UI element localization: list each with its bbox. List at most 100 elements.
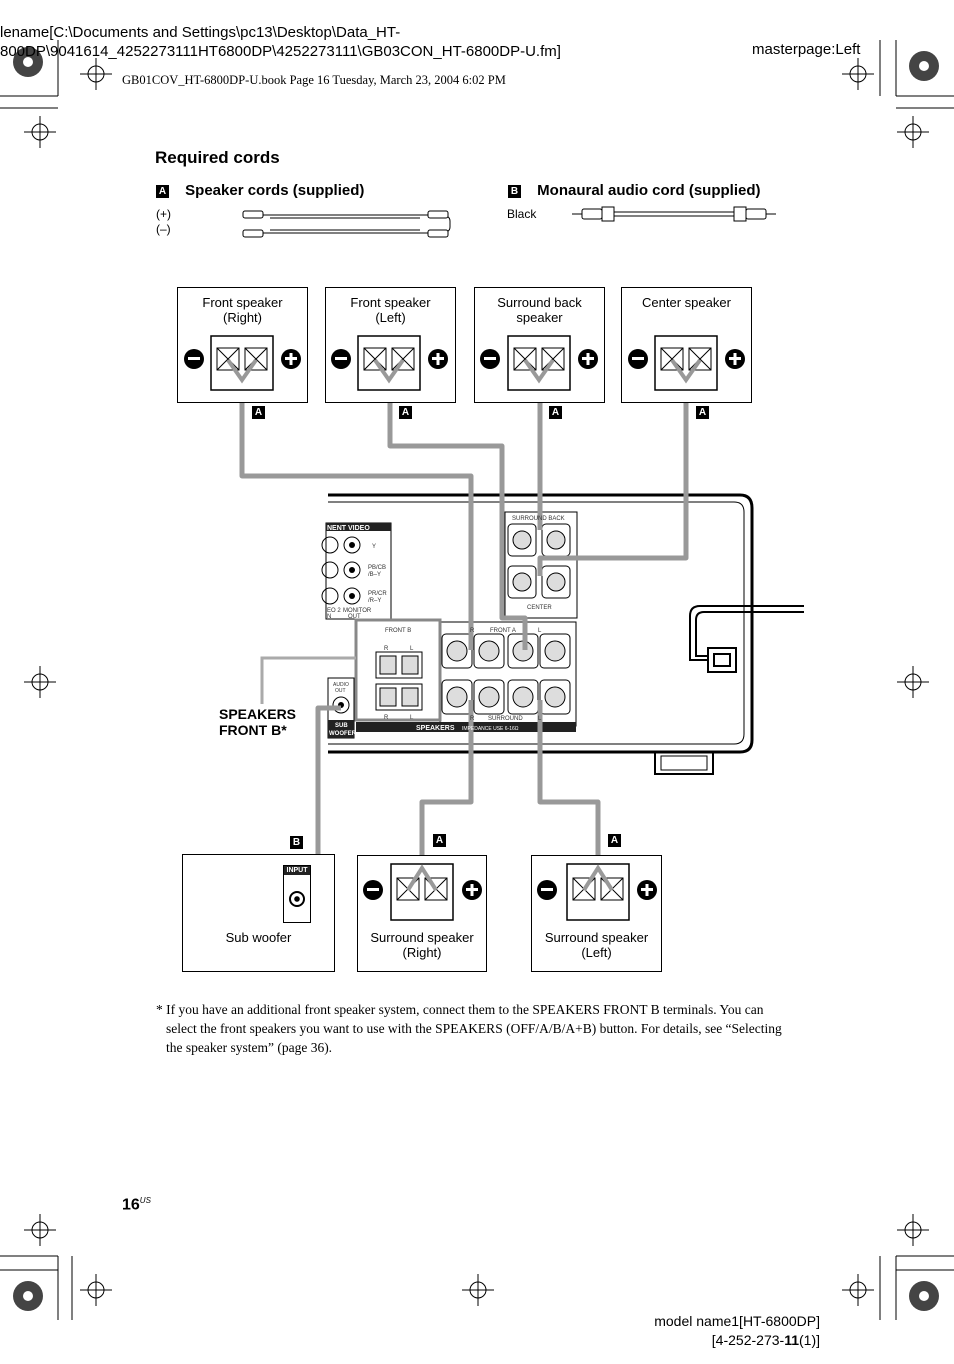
surround-back-label: SURROUND BACK — [512, 516, 565, 522]
speaker-position: (Left) — [375, 310, 406, 325]
rca-jack-icon — [289, 891, 305, 907]
section-title: Required cords — [155, 148, 280, 167]
jack-pr2-label: /R–Y — [368, 598, 381, 604]
surround-r-label: R — [470, 716, 475, 722]
front-a-surround-terminals — [439, 621, 577, 727]
model-number-post: (1)] — [799, 1332, 820, 1348]
front-b-callout-line — [260, 656, 356, 704]
terminal-icon — [628, 335, 745, 391]
cord-badge-a: A — [399, 406, 412, 419]
cord-badge-b: B — [290, 836, 303, 849]
cable-front-right — [239, 372, 474, 650]
footnote: * If you have an additional front speake… — [156, 1000, 836, 1057]
terminal-icon — [184, 335, 301, 391]
monitor-label: MONITOR — [343, 608, 372, 614]
jack-pb-label: PB/CB — [368, 565, 386, 571]
cord-a-heading: A Speaker cords (supplied) — [156, 182, 364, 199]
cord-b-badge: B — [508, 185, 521, 198]
speaker-name: Surround speaker — [544, 930, 649, 945]
input-label: INPUT — [284, 866, 310, 875]
audio-out-label: AUDIO — [333, 682, 349, 688]
speaker-position: (Left) — [581, 945, 612, 960]
front-b-r-label: R — [384, 646, 389, 652]
speaker-name: Front speaker — [202, 295, 283, 310]
page-number-suffix: US — [139, 1196, 151, 1205]
speaker-cord-icon — [242, 210, 451, 238]
sub-label: SUB — [335, 723, 348, 729]
starburst-icon — [13, 47, 939, 1311]
speaker-name: Surround back — [497, 295, 582, 310]
speaker-position: (Right) — [222, 310, 262, 325]
audio-cord-icon — [572, 206, 776, 222]
front-b-callout-line1: SPEAKERS — [219, 706, 297, 722]
power-cord-icon — [689, 605, 804, 673]
component-video-panel — [321, 522, 392, 620]
cord-b-color: Black — [507, 207, 537, 221]
jack-y-label: Y — [372, 544, 376, 550]
terminal-icon — [480, 335, 598, 391]
front-b-terminals — [354, 618, 442, 722]
cord-a-label: Speaker cords (supplied) — [185, 182, 365, 199]
front-b-l-label: L — [410, 646, 414, 652]
footnote-line-1: * If you have an additional front speake… — [156, 1002, 764, 1017]
filename-line-1: lename[C:\Documents and Settings\pc13\De… — [0, 24, 401, 41]
speaker-position: (Right) — [402, 945, 442, 960]
speakers-bar — [356, 722, 576, 732]
cable-center — [537, 372, 689, 576]
cord-badge-a: A — [549, 406, 562, 419]
cord-badge-a: A — [696, 406, 709, 419]
page-number: 16US — [122, 1196, 151, 1214]
front-a-label: FRONT A — [490, 628, 516, 634]
speaker-name: Center speaker — [642, 295, 731, 310]
front-b-callout-line2: FRONT B* — [219, 722, 287, 738]
speaker-position: speaker — [516, 310, 563, 325]
front-a-r-label: R — [470, 628, 475, 634]
model-name: model name1[HT-6800DP] — [654, 1313, 820, 1329]
terminal-icon — [331, 335, 448, 391]
terminal-icon — [537, 863, 657, 921]
center-label: CENTER — [527, 605, 552, 611]
component-video-label: NENT VIDEO — [327, 525, 370, 532]
woofer-label: WOOFER — [329, 731, 357, 737]
impedance-label: IMPEDANCE USE 6-16Ω — [462, 726, 519, 732]
surround-label: SURROUND — [488, 716, 523, 722]
model-number-bold: 11 — [784, 1332, 799, 1348]
footnote-line-3: the speaker system” (page 36). — [166, 1040, 333, 1055]
speaker-name: Sub woofer — [225, 930, 292, 945]
book-info: GB01COV_HT-6800DP-U.book Page 16 Tuesday… — [122, 73, 506, 87]
page-number-value: 16 — [122, 1196, 140, 1214]
cord-a-badge: A — [156, 185, 169, 198]
cord-b-label: Monaural audio cord (supplied) — [537, 182, 761, 199]
subwoofer-input-jack: INPUT — [283, 865, 311, 923]
cord-a-minus: (–) — [156, 222, 171, 236]
speaker-name: Front speaker — [350, 295, 431, 310]
speakers-bar-label: SPEAKERS — [416, 725, 455, 732]
video2b-label: N — [327, 614, 331, 620]
video2-label: EO 2 — [327, 608, 341, 614]
model-number-pre: [4-252-273- — [711, 1332, 785, 1348]
jack-pr-label: PR/CR — [368, 591, 387, 597]
speaker-name: Surround speaker — [370, 930, 474, 945]
cord-badge-a: A — [433, 834, 446, 847]
audio-out2-label: OUT — [335, 688, 346, 694]
cord-badge-a: A — [608, 834, 621, 847]
footnote-line-2: select the front speakers you want to us… — [166, 1021, 782, 1036]
front-b-label: FRONT B — [385, 628, 411, 634]
cord-a-plus: (+) — [156, 207, 171, 221]
receiver-rear-panel — [328, 493, 754, 775]
monitor2-label: OUT — [348, 614, 361, 620]
front-b-l2-label: L — [410, 715, 414, 721]
front-a-l-label: L — [538, 628, 542, 634]
model-number: [4-252-273-11(1)] — [640, 1331, 820, 1350]
cord-badge-a: A — [252, 406, 265, 419]
masterpage-label: masterpage:Left — [752, 41, 861, 58]
speaker-subwoofer: Sub woofer INPUT — [182, 854, 335, 972]
terminal-icon — [363, 863, 482, 921]
cable-surround-right — [419, 700, 474, 872]
jack-pb2-label: /B–Y — [368, 572, 381, 578]
